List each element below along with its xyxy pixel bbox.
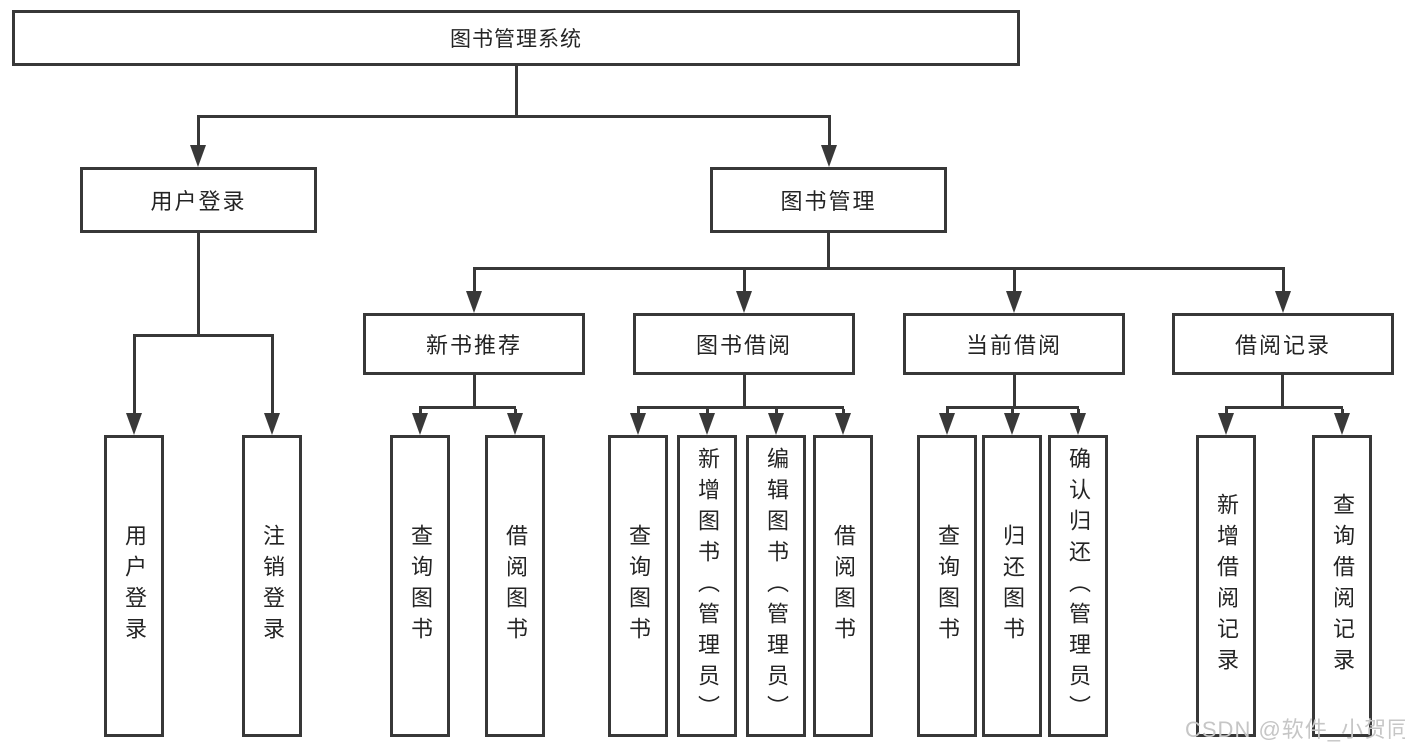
connector-line	[1225, 406, 1343, 409]
node-query-books-borrow-label: 查询图书	[626, 524, 651, 648]
node-current-borrow: 当前借阅	[903, 313, 1125, 375]
node-root: 图书管理系统	[12, 10, 1020, 66]
down-arrow-icon	[1218, 409, 1234, 435]
connector-line	[197, 115, 831, 118]
connector-line	[133, 334, 274, 337]
node-query-borrow-record: 查询借阅记录	[1312, 435, 1372, 737]
down-arrow-icon	[507, 409, 523, 435]
connector-line	[637, 406, 844, 409]
node-logout-label: 注销登录	[260, 524, 285, 648]
node-return-book-label: 归还图书	[1000, 524, 1025, 648]
connector-line	[827, 233, 830, 270]
down-arrow-icon	[768, 409, 784, 435]
connector-line	[197, 233, 200, 337]
node-book-borrow-label: 图书借阅	[695, 333, 792, 358]
node-book-management: 图书管理	[710, 167, 947, 233]
node-borrow-books-leaf-label: 借阅图书	[831, 524, 856, 648]
node-add-book-admin: 新增图书（管理员）	[677, 435, 737, 737]
node-edit-book-admin: 编辑图书（管理员）	[746, 435, 806, 737]
node-query-books-current: 查询图书	[917, 435, 977, 737]
connector-line	[515, 66, 518, 118]
node-add-borrow-record: 新增借阅记录	[1196, 435, 1256, 737]
down-arrow-icon	[126, 337, 142, 435]
down-arrow-icon	[1334, 409, 1350, 435]
node-logout: 注销登录	[242, 435, 302, 737]
node-borrow-books-leaf: 借阅图书	[813, 435, 873, 737]
node-query-books-current-label: 查询图书	[935, 524, 960, 648]
connector-line	[1281, 375, 1284, 409]
node-user-login-leaf-label: 用户登录	[122, 524, 147, 648]
node-borrow-books-recommend: 借阅图书	[485, 435, 545, 737]
node-borrow-books-recommend-label: 借阅图书	[503, 524, 528, 648]
down-arrow-icon	[736, 270, 752, 313]
connector-line	[419, 406, 516, 409]
node-user-login: 用户登录	[80, 167, 317, 233]
node-user-login-leaf: 用户登录	[104, 435, 164, 737]
down-arrow-icon	[264, 337, 280, 435]
node-query-borrow-record-label: 查询借阅记录	[1330, 493, 1355, 679]
node-borrow-records: 借阅记录	[1172, 313, 1394, 375]
connector-line	[1013, 375, 1016, 409]
down-arrow-icon	[821, 118, 837, 167]
down-arrow-icon	[1004, 409, 1020, 435]
down-arrow-icon	[630, 409, 646, 435]
connector-line	[946, 406, 1079, 409]
node-current-borrow-label: 当前借阅	[965, 333, 1062, 358]
down-arrow-icon	[835, 409, 851, 435]
node-new-book-recommend-label: 新书推荐	[425, 333, 522, 358]
connector-line	[743, 375, 746, 409]
node-root-label: 图书管理系统	[450, 28, 582, 51]
down-arrow-icon	[412, 409, 428, 435]
down-arrow-icon	[1006, 270, 1022, 313]
node-book-management-label: 图书管理	[780, 189, 877, 214]
node-add-book-admin-label: 新增图书（管理员）	[695, 446, 720, 726]
node-book-borrow: 图书借阅	[633, 313, 855, 375]
down-arrow-icon	[939, 409, 955, 435]
watermark: CSDN @软件_小贺同学	[1185, 717, 1405, 742]
node-borrow-records-label: 借阅记录	[1234, 333, 1331, 358]
down-arrow-icon	[1275, 270, 1291, 313]
down-arrow-icon	[190, 118, 206, 167]
node-new-book-recommend: 新书推荐	[363, 313, 585, 375]
down-arrow-icon	[699, 409, 715, 435]
connector-line	[473, 267, 1285, 270]
node-query-books-borrow: 查询图书	[608, 435, 668, 737]
node-add-borrow-record-label: 新增借阅记录	[1214, 493, 1239, 679]
node-confirm-return-admin-label: 确认归还（管理员）	[1066, 446, 1091, 726]
node-return-book: 归还图书	[982, 435, 1042, 737]
node-edit-book-admin-label: 编辑图书（管理员）	[764, 446, 789, 726]
connector-line	[473, 375, 476, 409]
node-confirm-return-admin: 确认归还（管理员）	[1048, 435, 1108, 737]
down-arrow-icon	[1070, 409, 1086, 435]
down-arrow-icon	[466, 270, 482, 313]
node-query-books-recommend-label: 查询图书	[408, 524, 433, 648]
node-query-books-recommend: 查询图书	[390, 435, 450, 737]
node-user-login-label: 用户登录	[150, 189, 247, 214]
